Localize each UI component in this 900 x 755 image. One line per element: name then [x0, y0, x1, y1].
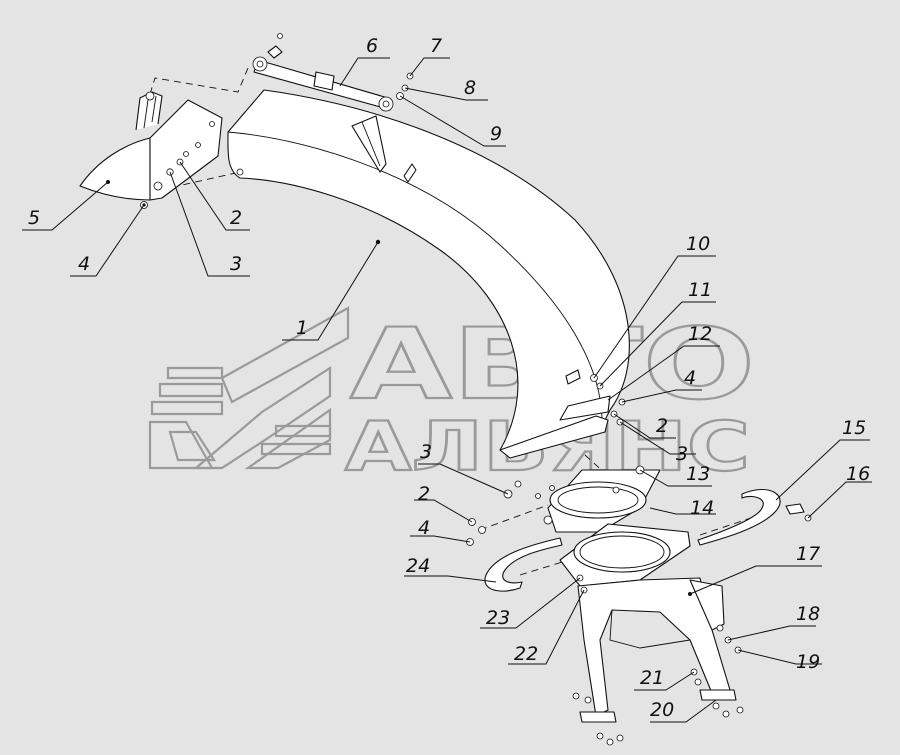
callout-5: 5 — [22, 181, 109, 231]
callout-3-left: 3 — [418, 441, 509, 495]
callouts: 1 2 3 4 5 6 7 8 9 10 11 12 4 2 3 13 14 1… — [22, 35, 872, 723]
callout-label: 7 — [430, 35, 442, 57]
part-17-mounting-frame — [577, 577, 737, 723]
callout-label: 3 — [420, 441, 432, 463]
part-24-half-ring — [484, 537, 563, 592]
callout-2-right: 2 — [613, 413, 676, 439]
callout-label: 24 — [406, 555, 430, 577]
callout-label: 10 — [686, 233, 710, 255]
callout-3-right: 3 — [619, 421, 696, 465]
callout-label: 1 — [296, 317, 308, 339]
watermark-logo — [148, 306, 350, 470]
callout-label: 6 — [366, 35, 378, 57]
callout-label: 23 — [486, 607, 510, 629]
callout-label: 8 — [464, 77, 476, 99]
callout-label: 16 — [846, 463, 870, 485]
callout-22: 22 — [508, 589, 585, 665]
callout-9: 9 — [399, 95, 506, 147]
callout-1: 1 — [282, 241, 379, 341]
callout-label: 4 — [418, 517, 430, 539]
callout-10: 10 — [593, 233, 716, 379]
callout-label: 3 — [676, 443, 688, 465]
callout-label: 20 — [650, 699, 674, 721]
callout-11: 11 — [599, 279, 716, 387]
callout-label: 2 — [230, 207, 242, 229]
watermark: АВТО АЛЬЯНС — [148, 306, 756, 488]
callout-label: 3 — [230, 253, 242, 275]
callout-label: 11 — [688, 279, 712, 301]
callout-18: 18 — [727, 603, 820, 641]
callout-label: 5 — [28, 207, 40, 229]
callout-6: 6 — [339, 35, 390, 87]
callout-17: 17 — [689, 543, 822, 595]
callout-label: 14 — [690, 497, 714, 519]
callout-23: 23 — [480, 577, 581, 629]
callout-19: 19 — [737, 649, 822, 673]
callout-2-left: 2 — [414, 483, 473, 523]
callout-label: 18 — [796, 603, 820, 625]
callout-label: 21 — [640, 667, 664, 689]
callout-20: 20 — [650, 699, 717, 723]
callout-13: 13 — [639, 463, 712, 487]
part-6-cylinder — [252, 33, 414, 173]
callout-label: 4 — [684, 367, 696, 389]
part-13-upper-flange — [543, 465, 661, 533]
callout-4: 4 — [70, 204, 145, 277]
callout-7: 7 — [409, 35, 450, 77]
callout-label: 19 — [796, 651, 820, 673]
part-5-shield — [79, 91, 223, 209]
callout-21: 21 — [634, 667, 695, 691]
callout-label: 2 — [418, 483, 430, 505]
part-15-half-ring — [697, 489, 812, 546]
callout-label: 15 — [842, 417, 866, 439]
callout-14: 14 — [649, 497, 716, 519]
callout-label: 2 — [656, 415, 668, 437]
callout-label: 4 — [78, 253, 90, 275]
callout-label: 9 — [490, 123, 502, 145]
callout-3: 3 — [169, 171, 250, 277]
callout-2: 2 — [179, 161, 250, 231]
callout-24: 24 — [404, 555, 497, 583]
callout-16: 16 — [807, 463, 872, 519]
callout-8: 8 — [404, 77, 488, 101]
callout-label: 17 — [796, 543, 820, 565]
callout-4-left: 4 — [410, 517, 471, 543]
callout-label: 22 — [514, 643, 538, 665]
callout-12: 12 — [607, 323, 720, 401]
callout-4-right: 4 — [621, 367, 702, 403]
part-1-chute — [227, 89, 630, 459]
callout-15: 15 — [775, 417, 870, 501]
callout-label: 12 — [688, 323, 712, 345]
callout-label: 13 — [686, 463, 710, 485]
